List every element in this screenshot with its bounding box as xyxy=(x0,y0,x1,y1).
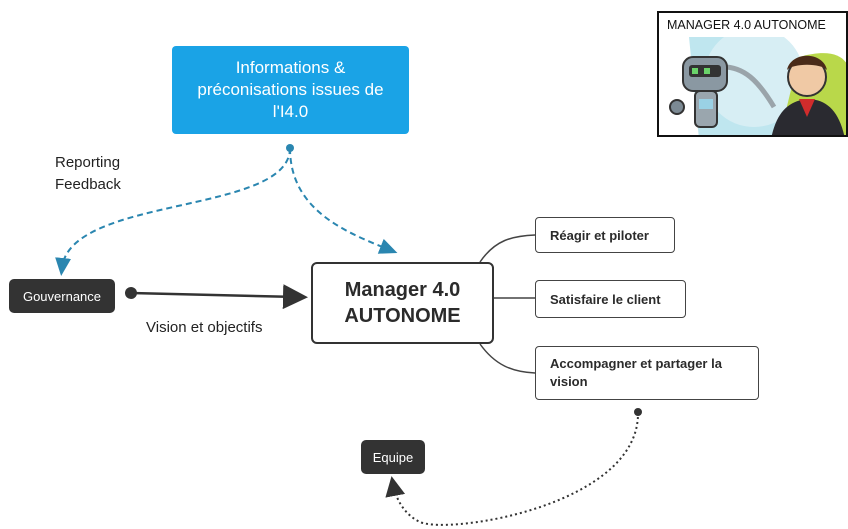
feedback-connector xyxy=(55,147,291,276)
branch-accompany-vision-label: Accompagner et partager la vision xyxy=(550,356,722,389)
branch-react-pilot[interactable]: Réagir et piloter xyxy=(535,217,675,253)
branch-accompany-vision[interactable]: Accompagner et partager la vision xyxy=(535,346,759,400)
vision-label: Vision et objectifs xyxy=(146,319,263,336)
feedback-label: Feedback xyxy=(55,176,121,193)
central-manager-node[interactable]: Manager 4.0 AUTONOME xyxy=(311,262,494,344)
robot-and-manager-illustration xyxy=(659,37,846,135)
info-to-manager-connector xyxy=(289,147,398,254)
central-title-line1: Manager 4.0 xyxy=(344,279,461,301)
equipe-label: Equipe xyxy=(372,449,414,465)
info-node[interactable]: Informations & préconisations issues de … xyxy=(172,46,409,134)
branch-react-pilot-label: Réagir et piloter xyxy=(550,227,649,243)
info-connector-dot xyxy=(286,144,294,152)
reporting-label: Reporting xyxy=(55,154,121,171)
info-node-label: Informations & préconisations issues de … xyxy=(197,58,384,121)
branch-connector-3 xyxy=(479,343,536,374)
gouvernance-node[interactable]: Gouvernance xyxy=(9,279,115,313)
branch-satisfy-client[interactable]: Satisfaire le client xyxy=(535,280,686,318)
branch-connector-1 xyxy=(479,234,536,263)
thumbnail-title: MANAGER 4.0 AUTONOME xyxy=(667,18,826,32)
team-connector xyxy=(385,411,640,526)
vision-connector xyxy=(130,284,308,310)
central-title-line2: AUTONOME xyxy=(344,305,461,327)
equipe-node[interactable]: Equipe xyxy=(361,440,425,474)
thumbnail-image[interactable]: MANAGER 4.0 AUTONOME xyxy=(657,11,848,137)
gouvernance-label: Gouvernance xyxy=(22,288,102,304)
branch-satisfy-client-label: Satisfaire le client xyxy=(550,291,661,307)
reporting-feedback-label: Reporting Feedback xyxy=(55,152,121,196)
